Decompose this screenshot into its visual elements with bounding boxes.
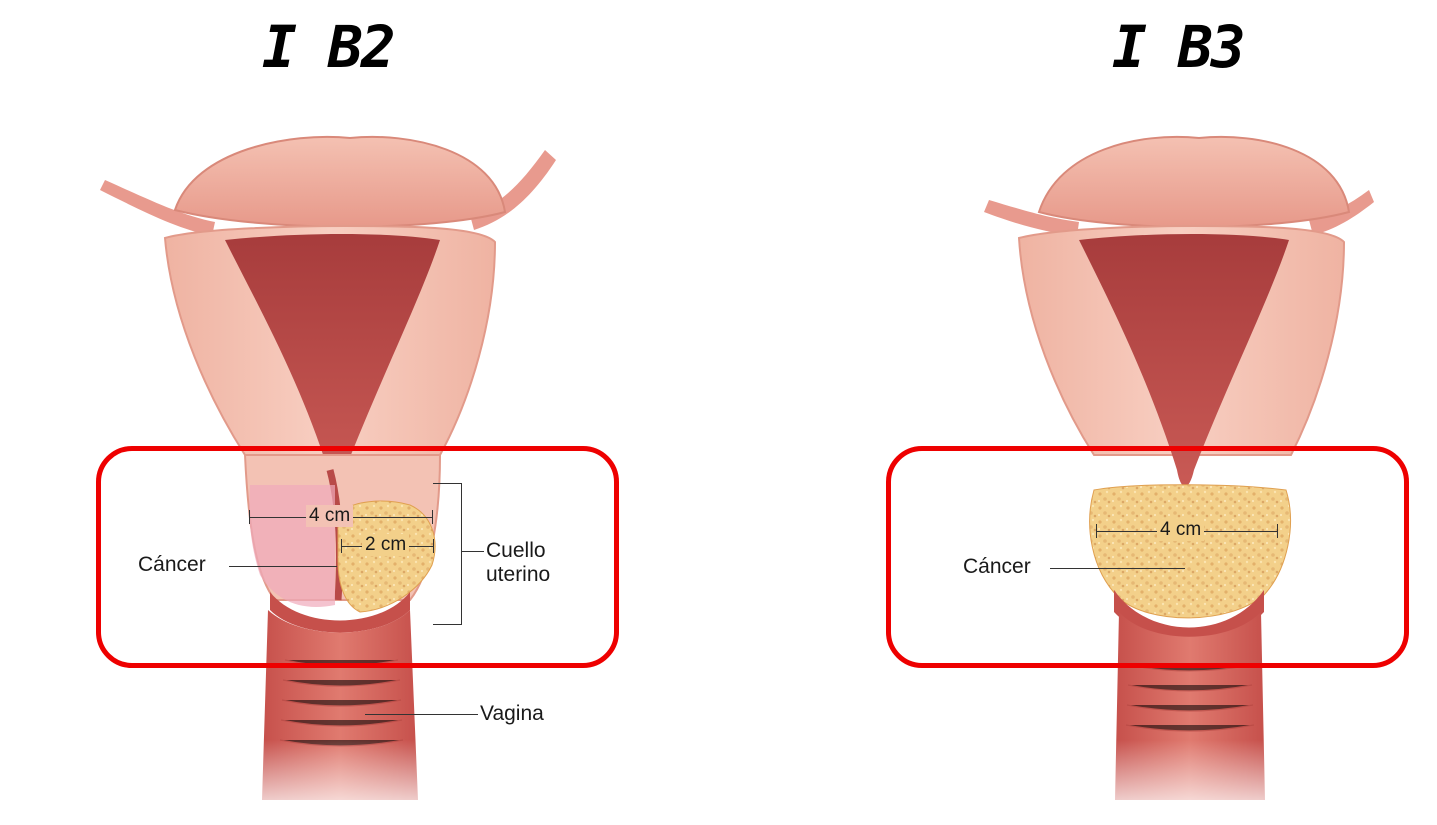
cancer-leader-line: [1050, 568, 1185, 569]
cancer-label: Cáncer: [138, 553, 206, 576]
panel-stage-ib3: I B3 4 cm Cáncer: [719, 0, 1437, 825]
vagina-label: Vagina: [480, 702, 544, 725]
vagina-leader-line: [365, 714, 478, 715]
tumor: [337, 500, 436, 613]
measure-tick: [1096, 524, 1097, 538]
uterus-illustration: [100, 135, 556, 825]
highlight-box: [96, 446, 619, 668]
fundus: [1037, 135, 1351, 228]
fundus: [173, 135, 507, 228]
measure-tick: [432, 510, 433, 524]
measure-label-4cm: 4 cm: [306, 505, 354, 527]
measure-tick: [433, 539, 434, 553]
cervix-label-line2: uterino: [486, 563, 551, 587]
stage-title: I B3: [1112, 13, 1246, 81]
measure-label-4cm: 4 cm: [1157, 519, 1205, 541]
measure-tick: [1277, 524, 1278, 538]
panel-stage-ib2: I B2 4 cm 2 cm Cáncer Cuel: [0, 0, 718, 825]
measure-tick: [341, 539, 342, 553]
measure-tick: [249, 510, 250, 524]
cervix-label: Cuello uterino: [486, 539, 550, 587]
measure-label-2cm: 2 cm: [362, 534, 410, 556]
highlight-box: [886, 446, 1409, 668]
vaginal-fornix: [270, 592, 410, 633]
cervix-leader-line: [462, 551, 484, 552]
uterus-illustration: [984, 135, 1374, 825]
vaginal-fornix: [1114, 590, 1264, 641]
cancer-leader-line: [229, 566, 337, 567]
cancer-label: Cáncer: [963, 555, 1031, 578]
uterine-cavity: [225, 234, 440, 485]
cervix-label-line1: Cuello: [486, 539, 546, 562]
uterine-cavity: [1079, 234, 1289, 487]
cervix-bracket: [433, 483, 462, 625]
stage-title: I B2: [262, 13, 396, 81]
